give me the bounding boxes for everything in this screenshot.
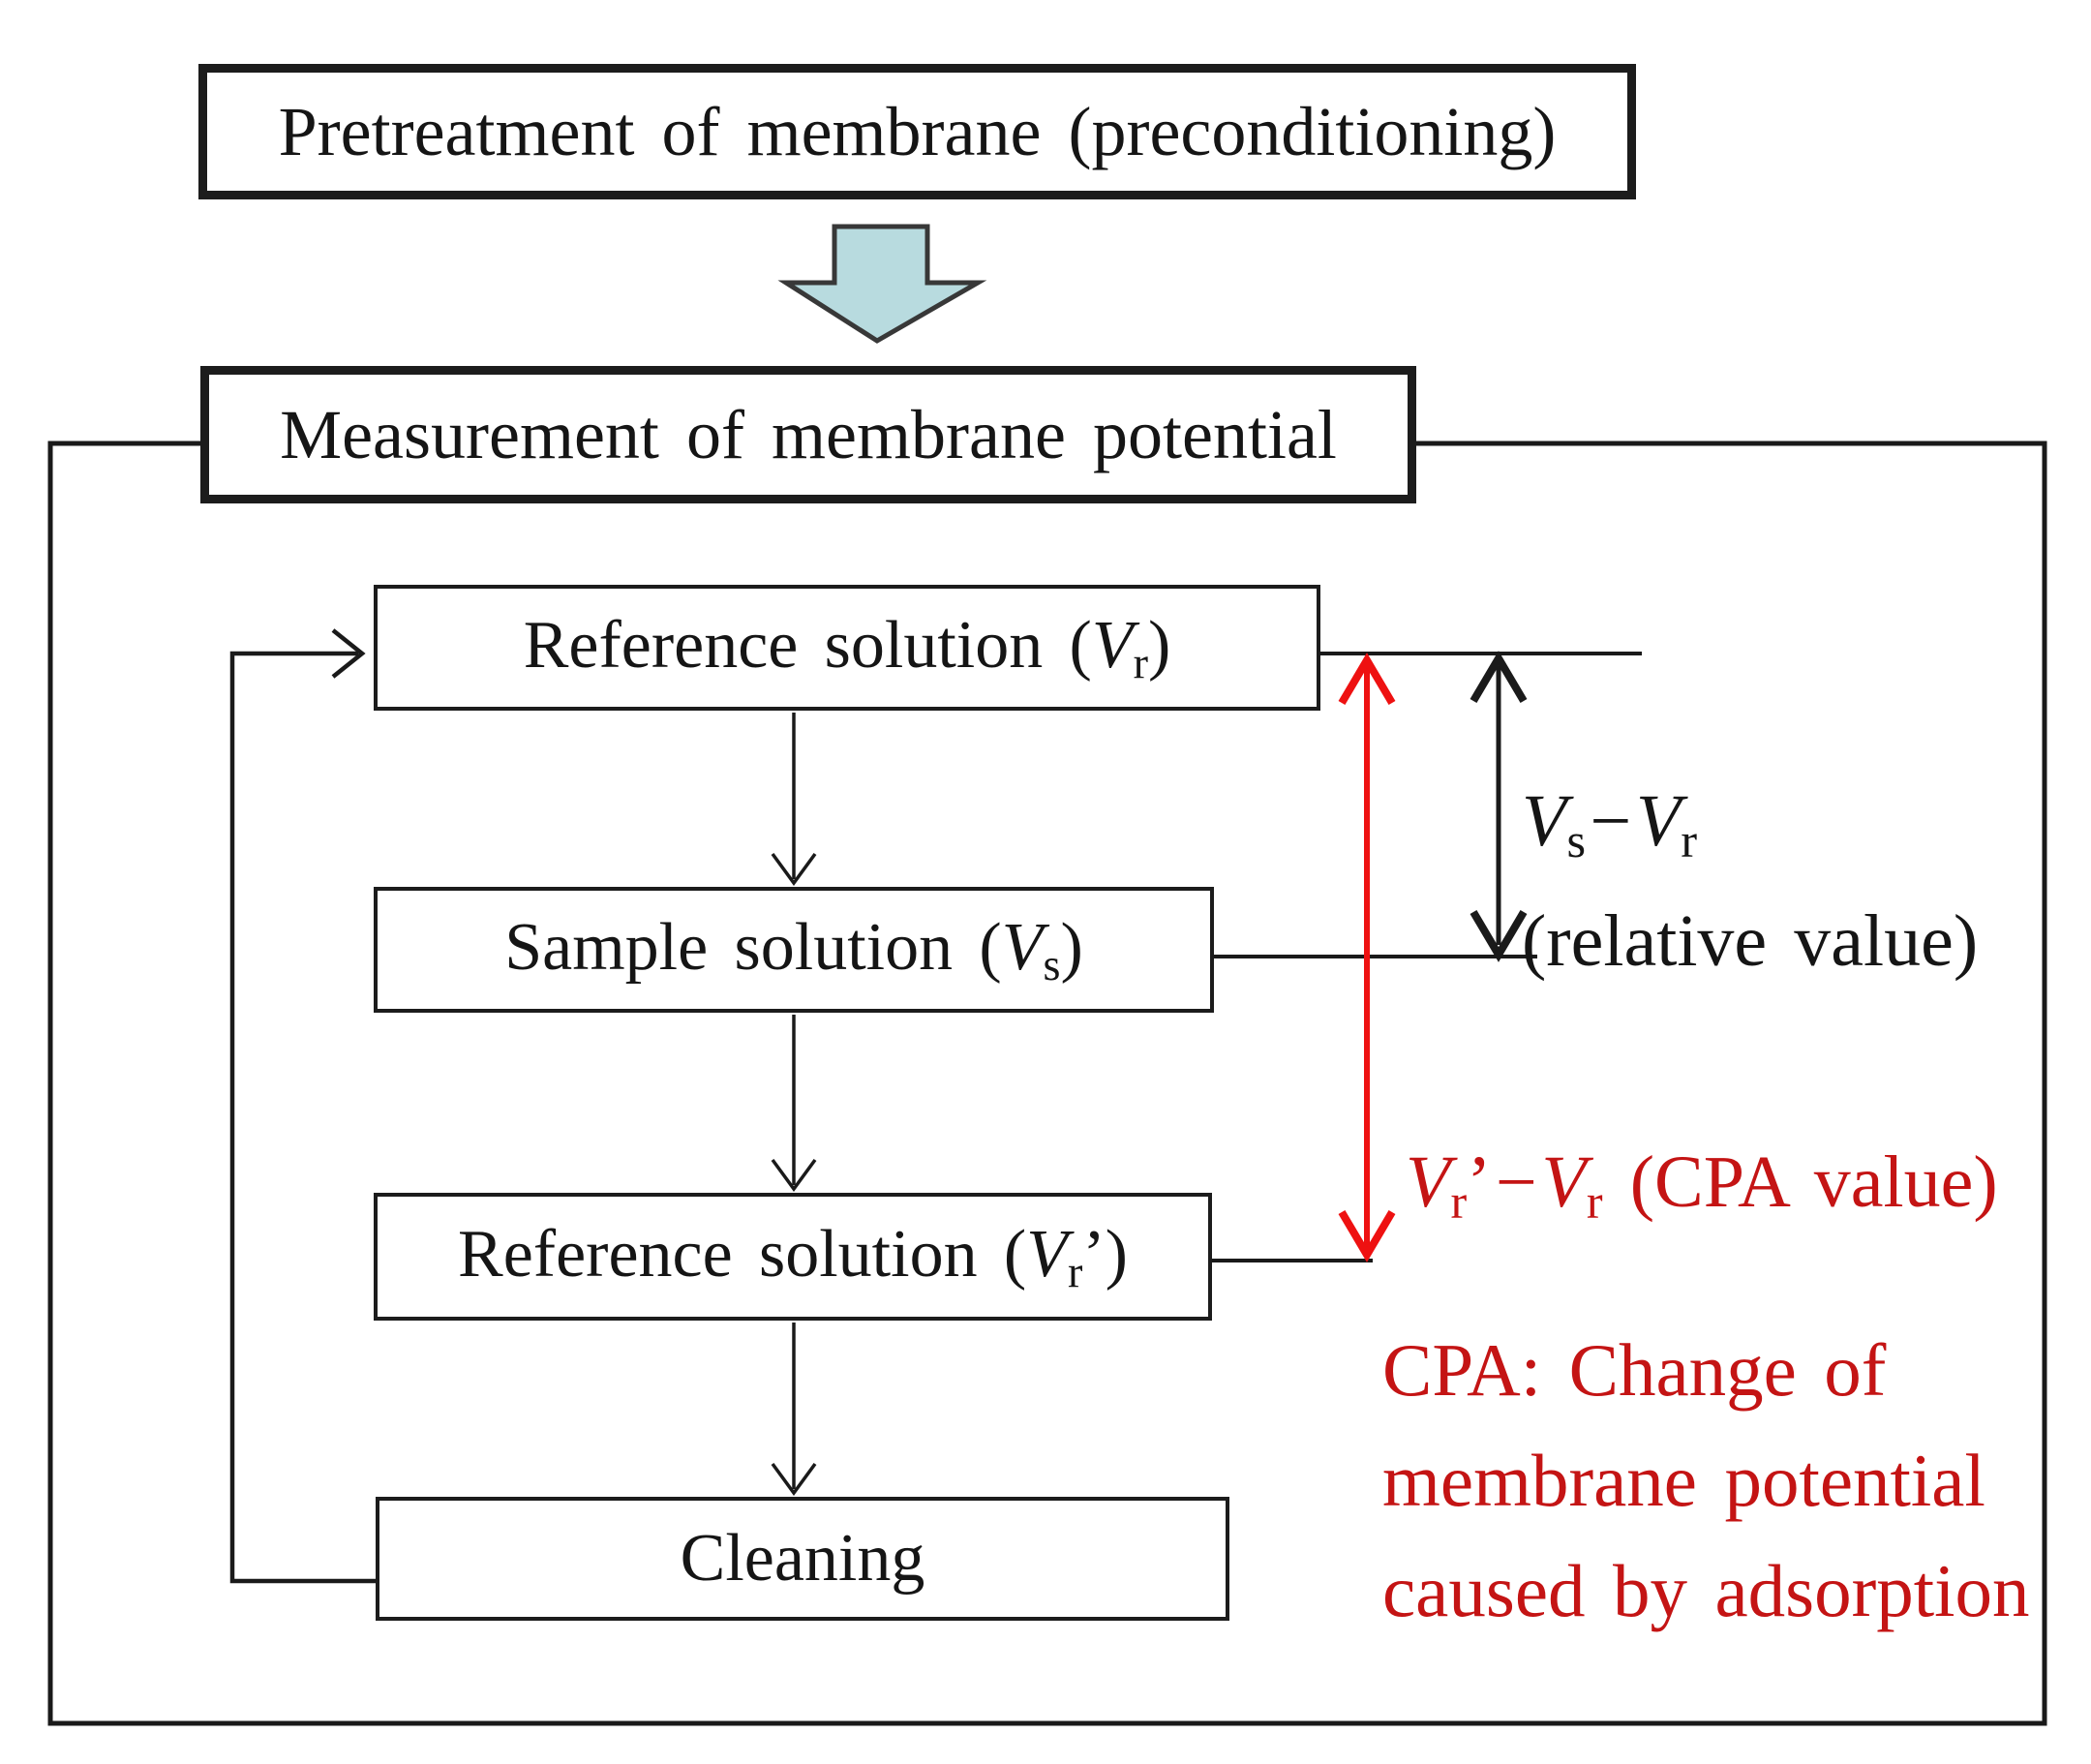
box-reference-solution-1: Reference solution (Vr) xyxy=(374,585,1320,711)
sample-sub: s xyxy=(1043,940,1061,990)
rel-var2: V xyxy=(1635,780,1682,862)
cpa-note-line-1: CPA: Change of xyxy=(1382,1328,1887,1412)
rel-operator: − xyxy=(1590,780,1632,862)
cpa-sub2: r xyxy=(1586,1174,1603,1230)
cpa-operator: − xyxy=(1496,1141,1537,1223)
cpa-definition-note: CPA: Change of membrane potential caused… xyxy=(1382,1315,2030,1646)
box-measurement: Measurement of membrane potential xyxy=(200,366,1416,503)
ref2-sub: r xyxy=(1067,1247,1083,1297)
ref1-sub: r xyxy=(1133,638,1148,688)
relative-value-annotation: Vs−Vr (relative value) xyxy=(1522,771,1978,991)
flow-arrow-sample-to-ref2 xyxy=(771,1015,817,1192)
ref2-var: V xyxy=(1026,1216,1068,1292)
box-reference2-label: Reference solution (Vr’) xyxy=(458,1216,1128,1297)
double-arrow-vs-minus-vr xyxy=(1470,651,1528,962)
box-reference1-label: Reference solution (Vr) xyxy=(524,607,1171,688)
box-reference-solution-2: Reference solution (Vr’) xyxy=(374,1193,1212,1321)
block-down-arrow-icon xyxy=(777,224,987,344)
cpa-prime: ’ xyxy=(1467,1141,1492,1223)
ref1-prefix: Reference solution ( xyxy=(523,607,1092,683)
cpa-sub1: r xyxy=(1450,1174,1468,1230)
relative-caption: (relative value) xyxy=(1522,900,1979,983)
loop-arrow-cleaning-to-ref1 xyxy=(229,628,376,1584)
box-cleaning-label: Cleaning xyxy=(680,1521,925,1596)
box-sample-solution: Sample solution (Vs) xyxy=(374,887,1214,1013)
double-arrow-cpa xyxy=(1338,653,1396,1262)
sample-var: V xyxy=(1001,909,1044,985)
relative-formula: Vs−Vr xyxy=(1522,771,1978,891)
flow-arrow-ref1-to-sample xyxy=(771,713,817,886)
ref2-prefix: Reference solution ( xyxy=(458,1216,1027,1292)
cpa-note-line-3: caused by adsorption xyxy=(1382,1549,2030,1632)
cpa-var2: V xyxy=(1541,1141,1587,1223)
ref1-suffix: ) xyxy=(1148,607,1171,683)
cpa-note-line-2: membrane potential xyxy=(1382,1439,1985,1522)
box-cleaning: Cleaning xyxy=(376,1497,1229,1621)
box-sample-label: Sample solution (Vs) xyxy=(504,909,1083,990)
box-measurement-label: Measurement of membrane potential xyxy=(280,395,1337,473)
box-pretreatment-label: Pretreatment of membrane (preconditionin… xyxy=(278,92,1557,170)
rel-var1: V xyxy=(1522,780,1567,862)
rel-sub1: s xyxy=(1566,813,1586,868)
sample-suffix: ) xyxy=(1060,909,1083,985)
cpa-value-annotation: Vr’−Vr (CPA value) xyxy=(1406,1141,1998,1230)
cpa-var1: V xyxy=(1406,1141,1451,1223)
sample-prefix: Sample solution ( xyxy=(504,909,1002,985)
ref2-suffix: ’) xyxy=(1082,1216,1128,1292)
ref1-var: V xyxy=(1091,607,1134,683)
box-pretreatment: Pretreatment of membrane (preconditionin… xyxy=(198,64,1636,199)
cpa-caption: (CPA value) xyxy=(1629,1141,1998,1223)
rel-sub2: r xyxy=(1681,813,1698,868)
flow-arrow-ref2-to-cleaning xyxy=(771,1323,817,1496)
